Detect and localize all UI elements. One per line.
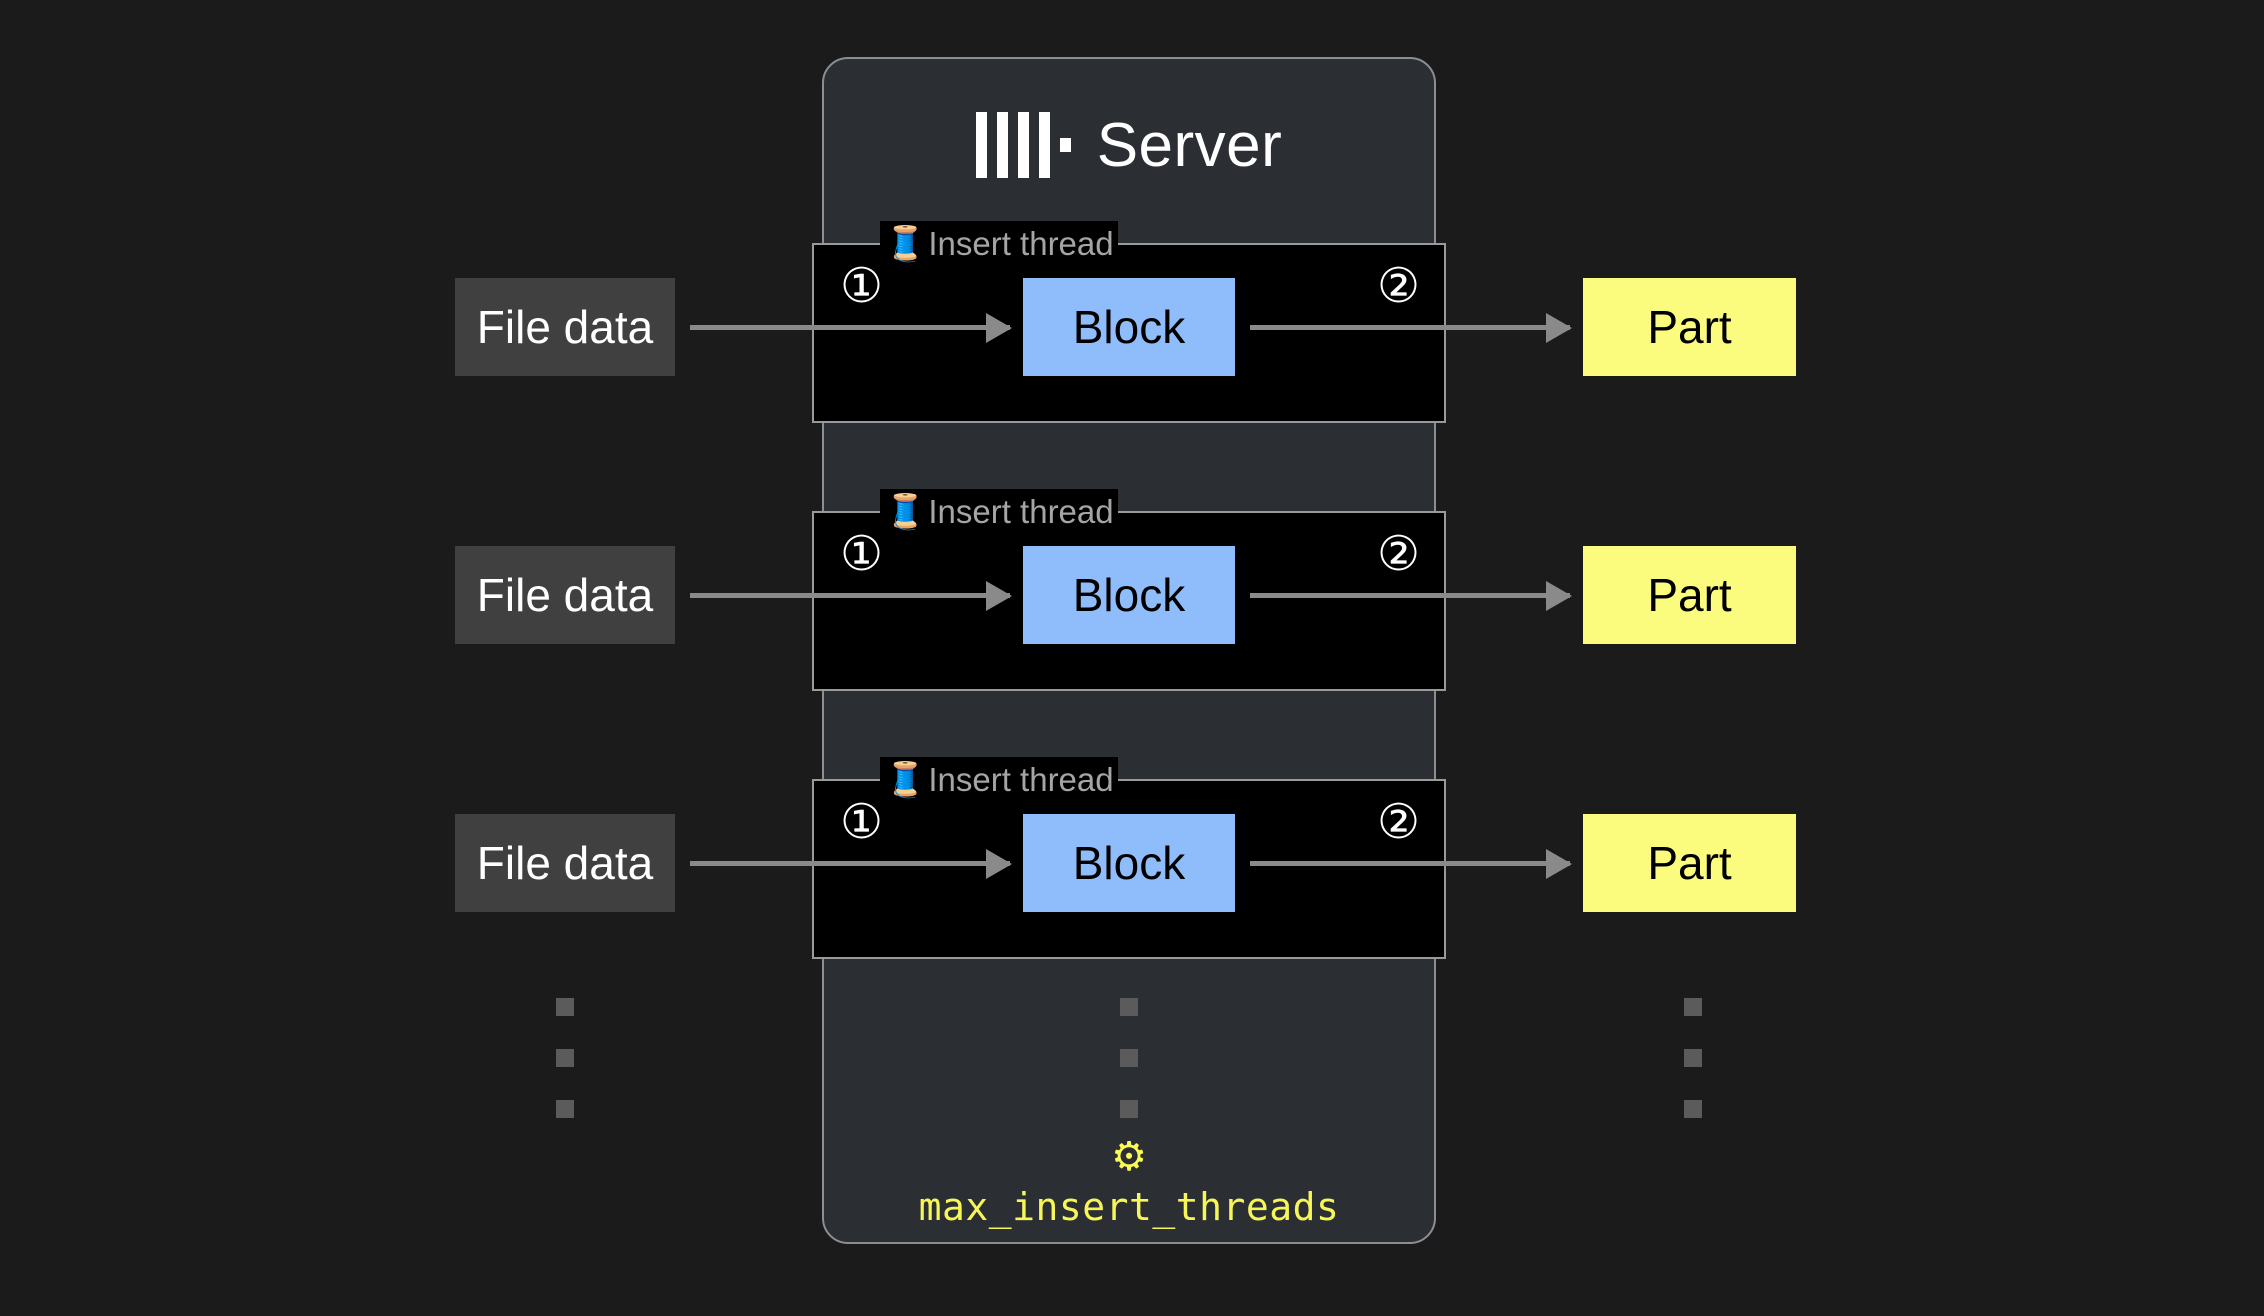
arrow-block-to-part-1 [1250,325,1570,330]
step-marker-1-out: ② [1376,260,1420,313]
part-label-1: Part [1647,301,1732,353]
ellipsis-square [556,998,574,1016]
ellipsis-left [556,998,574,1151]
file-data-label-2: File data [476,569,654,621]
insert-thread-section-1: 🧵 Insert thread ① ② [812,221,1446,423]
block-box-1: Block [1023,278,1235,376]
insert-thread-label-1: Insert thread [928,225,1114,262]
thread-spool-icon: 🧵 [884,493,927,531]
insert-thread-legend-2: 🧵 Insert thread [880,489,1118,535]
file-data-box-2: File data [455,546,675,644]
ellipsis-right [1684,998,1702,1151]
arrow-file-to-block-3 [690,861,1010,866]
part-box-3: Part [1583,814,1796,912]
arrow-block-to-part-3 [1250,861,1570,866]
ellipsis-square [1684,998,1702,1016]
thread-spool-icon: 🧵 [884,761,927,799]
gear-icon: ⚙ [1111,1135,1147,1179]
ellipsis-square [1684,1100,1702,1118]
block-label-1: Block [1072,301,1186,353]
insert-thread-label-3: Insert thread [928,761,1114,798]
block-box-2: Block [1023,546,1235,644]
insert-thread-legend-3: 🧵 Insert thread [880,757,1118,803]
ellipsis-square [1120,1100,1138,1118]
ellipsis-square [1120,998,1138,1016]
step-marker-2-in: ① [840,528,884,581]
file-data-box-3: File data [455,814,675,912]
ellipsis-square [1120,1049,1138,1067]
ellipsis-square [556,1049,574,1067]
server-title: Server [822,95,1436,195]
file-data-label-3: File data [476,837,654,889]
ellipsis-square [1684,1049,1702,1067]
file-data-label-1: File data [476,301,654,353]
setting-name-label: max_insert_threads [918,1185,1340,1229]
arrow-file-to-block-1 [690,325,1010,330]
ellipsis-middle [1120,998,1138,1151]
part-box-2: Part [1583,546,1796,644]
part-label-3: Part [1647,837,1732,889]
block-box-3: Block [1023,814,1235,912]
arrow-file-to-block-2 [690,593,1010,598]
block-label-3: Block [1072,837,1186,889]
setting-footer: ⚙ max_insert_threads [822,1135,1436,1229]
server-title-label: Server [1096,110,1283,180]
thread-spool-icon: 🧵 [884,225,927,263]
step-marker-1-in: ① [840,260,884,313]
step-marker-2-out: ② [1376,528,1420,581]
insert-thread-legend-1: 🧵 Insert thread [880,221,1118,267]
insert-thread-label-2: Insert thread [928,493,1114,530]
block-label-2: Block [1072,569,1186,621]
ellipsis-square [556,1100,574,1118]
clickhouse-logo-icon [975,112,1071,178]
part-label-2: Part [1647,569,1732,621]
arrow-block-to-part-2 [1250,593,1570,598]
file-data-box-1: File data [455,278,675,376]
step-marker-3-in: ① [840,796,884,849]
part-box-1: Part [1583,278,1796,376]
step-marker-3-out: ② [1376,796,1420,849]
